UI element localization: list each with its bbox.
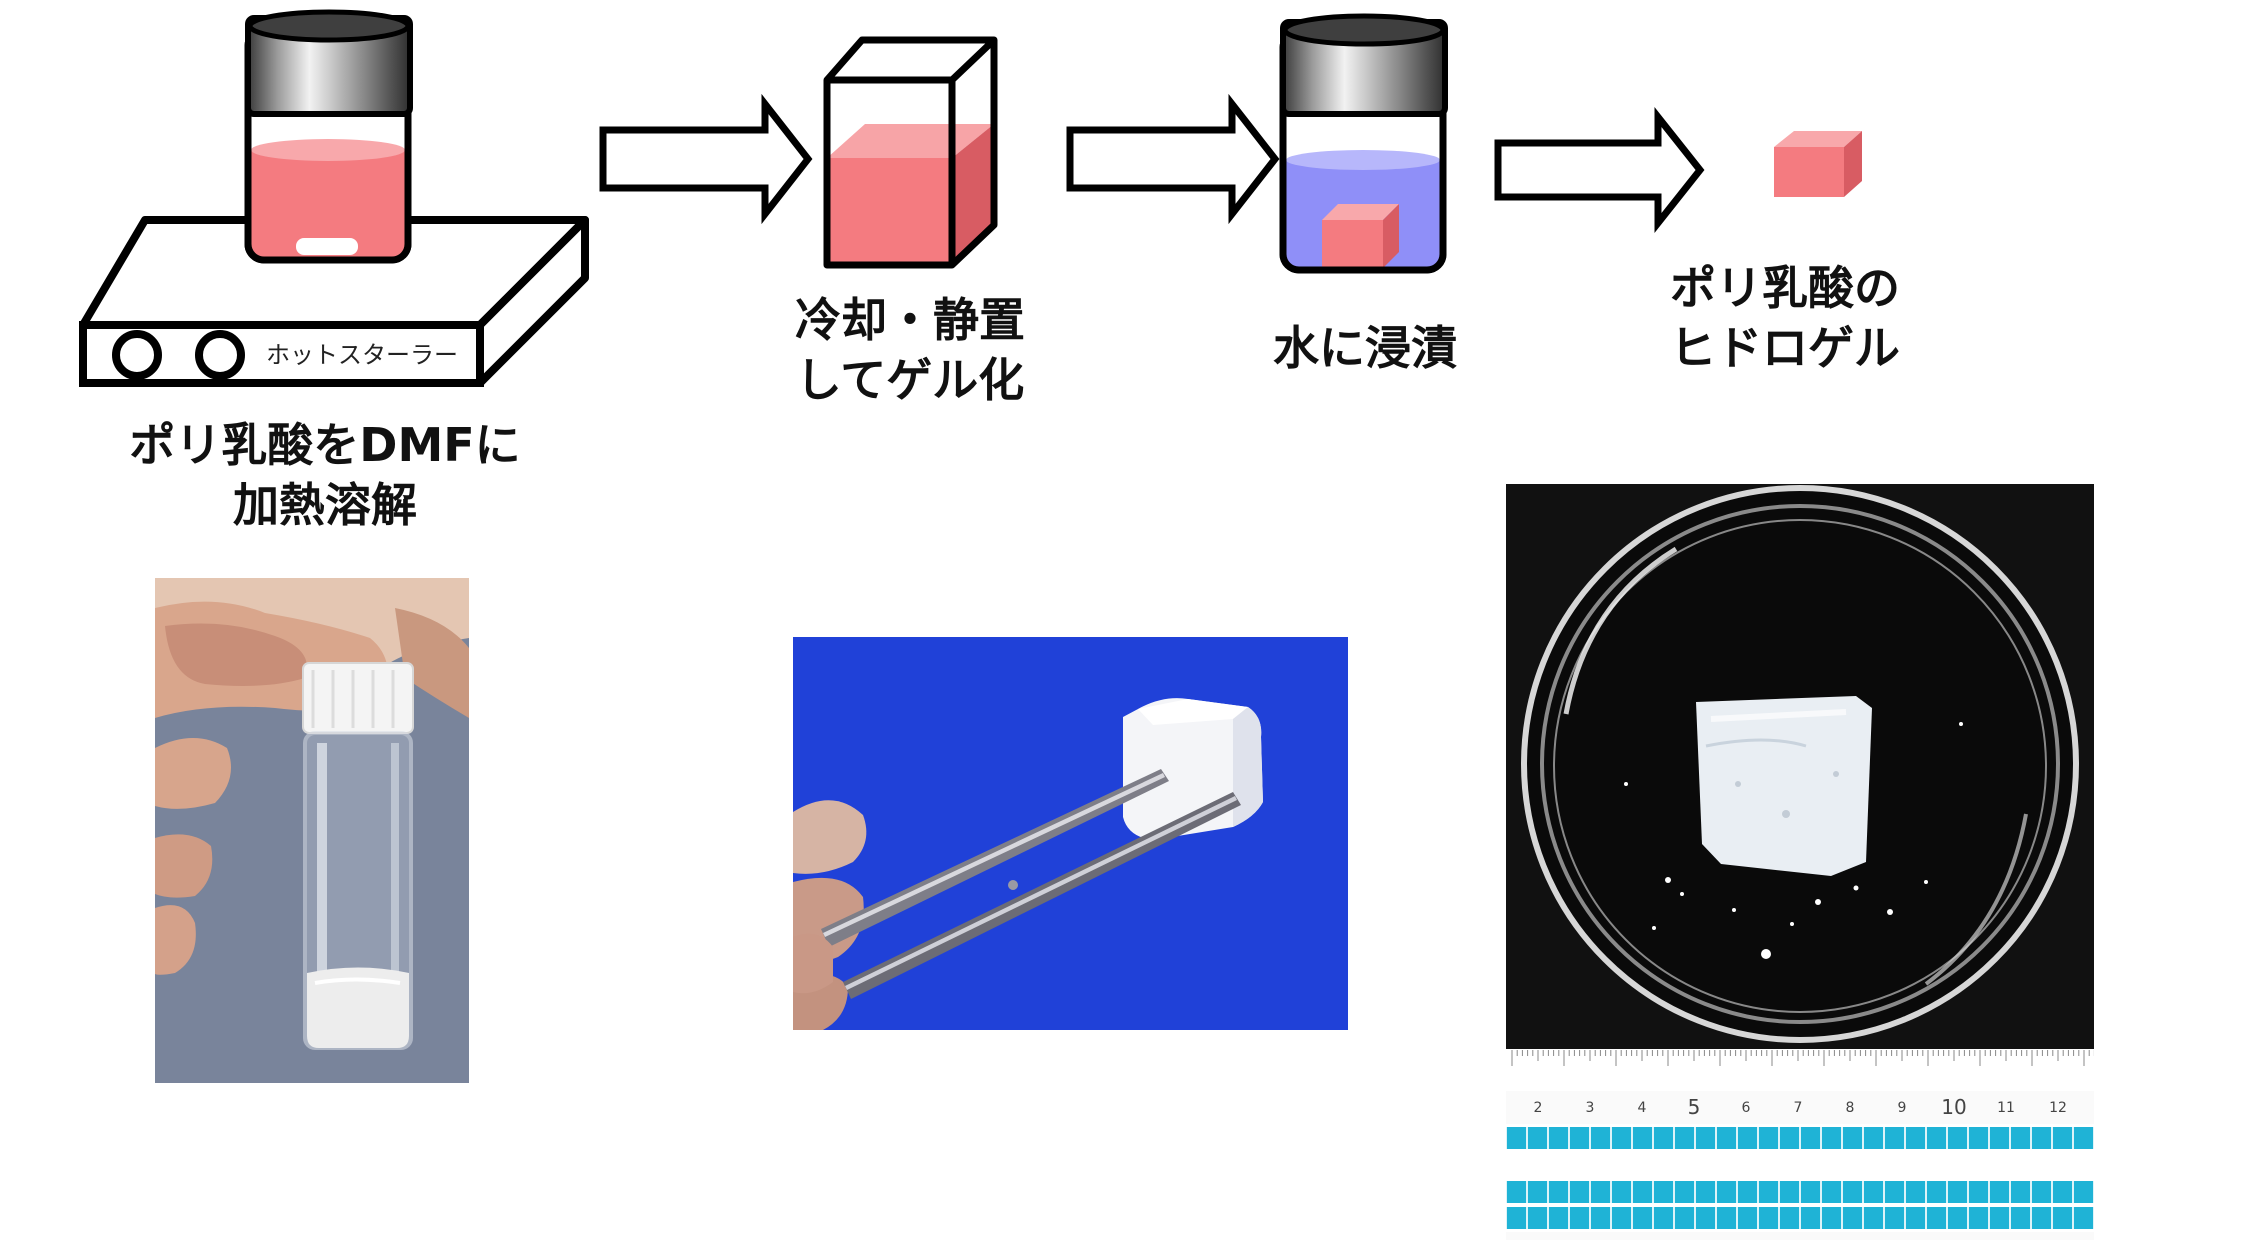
ruler-number: 6 [1742, 1100, 1751, 1116]
step2-label-line2: してゲル化 [795, 353, 1025, 407]
photo-petri-dish: 2 3 4 5 6 7 8 9 10 11 12 [1506, 484, 2094, 1240]
ruler-number: 9 [1898, 1100, 1907, 1116]
vial-icon [244, 9, 413, 264]
ruler-ticks [1511, 1050, 2094, 1066]
ruler-number: 10 [1941, 1095, 1966, 1119]
arrow-right-icon [1494, 106, 1705, 234]
step4-label-line1: ポリ乳酸の [1670, 261, 1900, 315]
step1-label-line2: 加熱溶解 [233, 478, 417, 532]
step4-label-line2: ヒドロゲル [1670, 321, 1900, 375]
stirrer-label: ホットスターラー [266, 341, 458, 369]
stir-bar [296, 238, 358, 255]
step3-label-line1: 水に浸漬 [1273, 321, 1457, 375]
gel-container-icon [823, 36, 998, 269]
ruler-number: 5 [1688, 1095, 1701, 1119]
ruler-number: 2 [1534, 1100, 1543, 1116]
ruler-number: 8 [1846, 1100, 1855, 1116]
step1-label: ポリ乳酸をDMFに 加熱溶解 [95, 415, 555, 535]
step3-label: 水に浸漬 [1210, 318, 1520, 378]
step2-label-line1: 冷却・静置 [795, 293, 1025, 347]
hydrogel-cube-icon [1774, 131, 1862, 197]
grid-lines [1506, 1127, 2094, 1229]
vial-icon [1279, 13, 1448, 274]
ruler-number: 3 [1586, 1100, 1595, 1116]
arrow-right-icon [599, 93, 813, 225]
photo-tweezers-sponge [793, 637, 1348, 1030]
arrow-right-icon [1066, 93, 1280, 225]
ruler-number: 11 [1997, 1100, 2015, 1116]
gel-piece [1322, 220, 1383, 268]
ruler-number: 7 [1794, 1100, 1803, 1116]
ruler-number: 12 [2049, 1100, 2067, 1116]
step1-label-line1: ポリ乳酸をDMFに [129, 418, 521, 472]
stirrer-icon: ホットスターラー [79, 216, 589, 387]
step2-label: 冷却・静置 してゲル化 [740, 290, 1080, 410]
ruler-numbers: 2 3 4 5 6 7 8 9 10 11 12 [1534, 1095, 2067, 1119]
photo-vial [155, 578, 469, 1083]
step4-label: ポリ乳酸の ヒドロゲル [1620, 258, 1950, 378]
ruler-number: 4 [1638, 1100, 1647, 1116]
